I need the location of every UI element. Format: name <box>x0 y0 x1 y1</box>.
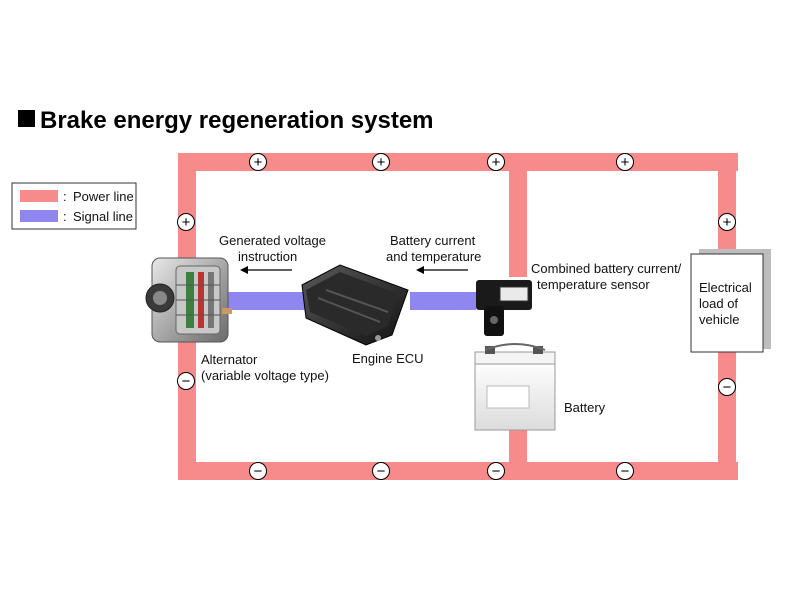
battery-current-label-line-1: Battery current <box>390 233 476 248</box>
battery-sensor-icon <box>476 280 532 336</box>
generated-voltage-label-line-2: instruction <box>238 249 297 264</box>
minus-marker: − <box>718 378 736 396</box>
sensor-label-line-2: temperature sensor <box>537 277 650 292</box>
svg-text:+: + <box>254 154 263 171</box>
plus-marker: + <box>718 213 736 231</box>
battery-icon <box>474 343 556 431</box>
signal-line-ecu-sensor <box>410 292 476 310</box>
svg-text:−: − <box>492 463 501 480</box>
power-line-bottom <box>178 462 738 480</box>
alternator-label-line-2: (variable voltage type) <box>201 368 329 383</box>
plus-marker: + <box>177 213 195 231</box>
svg-text:−: − <box>377 463 386 480</box>
minus-markers: − − − − − − <box>177 372 736 480</box>
legend-signal-label: Signal line <box>73 209 133 224</box>
svg-text:−: − <box>254 463 263 480</box>
power-line-top <box>178 153 738 171</box>
legend-power-label: Power line <box>73 189 134 204</box>
power-lines <box>178 153 738 480</box>
battery-current-label-line-2: and temperature <box>386 249 481 264</box>
power-line-right-upper <box>718 153 736 256</box>
alternator-icon <box>145 257 232 343</box>
power-line-right-lower <box>718 350 736 480</box>
svg-text:+: + <box>723 214 732 231</box>
plus-marker: + <box>487 153 505 171</box>
svg-text:+: + <box>492 154 501 171</box>
power-line-left-lower <box>178 332 196 480</box>
load-label-line-3: vehicle <box>699 312 739 327</box>
power-line-middle-upper <box>509 153 527 277</box>
signal-line-alternator-ecu <box>228 292 306 310</box>
legend-signal-separator: : <box>63 209 67 224</box>
generated-voltage-label-line-1: Generated voltage <box>219 233 326 248</box>
electrical-load-box: Electrical load of vehicle <box>690 249 771 353</box>
arrow-left-icon <box>416 266 468 274</box>
svg-text:+: + <box>182 214 191 231</box>
sensor-label-line-1: Combined battery current/ <box>531 261 682 276</box>
minus-marker: − <box>249 462 267 480</box>
plus-marker: + <box>249 153 267 171</box>
minus-marker: − <box>616 462 634 480</box>
signal-lines <box>228 292 476 310</box>
svg-text:−: − <box>723 379 732 396</box>
svg-text:+: + <box>377 154 386 171</box>
legend: : Power line : Signal line <box>11 182 137 230</box>
legend-signal-swatch <box>20 210 58 222</box>
svg-text:−: − <box>182 373 191 390</box>
load-label-line-2: load of <box>699 296 738 311</box>
load-label-line-1: Electrical <box>699 280 752 295</box>
legend-power-swatch <box>20 190 58 202</box>
minus-marker: − <box>177 372 195 390</box>
title-square-icon <box>18 110 35 127</box>
minus-marker: − <box>372 462 390 480</box>
alternator-label-line-1: Alternator <box>201 352 258 367</box>
minus-marker: − <box>487 462 505 480</box>
svg-text:−: − <box>621 463 630 480</box>
svg-text:+: + <box>621 154 630 171</box>
power-line-middle-lower <box>509 420 527 480</box>
plus-marker: + <box>372 153 390 171</box>
engine-ecu-label: Engine ECU <box>352 351 424 366</box>
page-title: Brake energy regeneration system <box>40 107 434 134</box>
plus-markers: + + + + + + <box>177 153 736 231</box>
engine-ecu-icon <box>301 264 409 346</box>
plus-marker: + <box>616 153 634 171</box>
legend-power-separator: : <box>63 189 67 204</box>
power-line-left-upper <box>178 153 196 271</box>
arrow-left-icon <box>240 266 292 274</box>
battery-label: Battery <box>564 400 606 415</box>
